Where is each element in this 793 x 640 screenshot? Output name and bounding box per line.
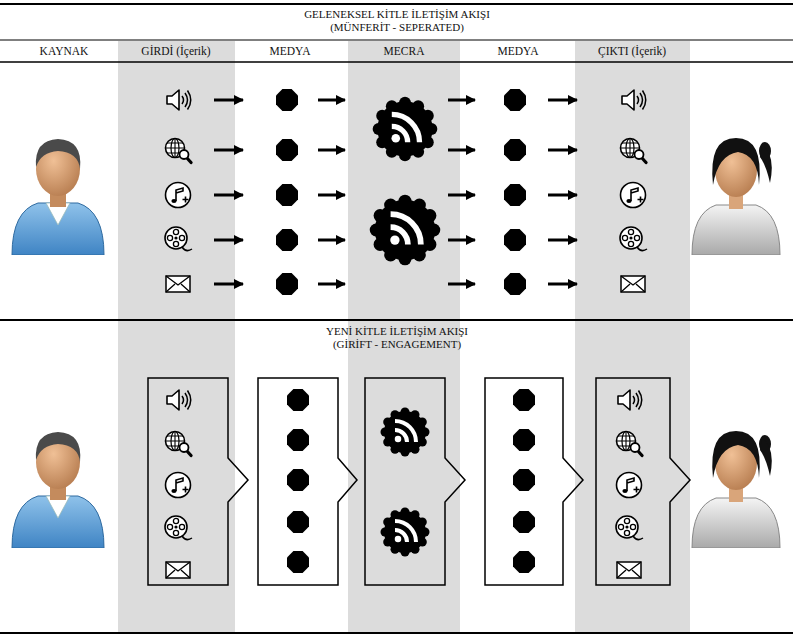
column-header: MEDYA	[270, 45, 311, 58]
flow-arrow	[318, 283, 345, 286]
flow-arrow	[448, 194, 475, 197]
source-person	[12, 432, 104, 548]
mail-icon	[166, 562, 190, 578]
flow-arrow	[318, 99, 345, 102]
web-search-icon	[166, 139, 192, 163]
receiver-person	[692, 138, 780, 255]
music-icon	[166, 183, 191, 208]
web-search-icon	[166, 432, 192, 456]
flow-arrow	[548, 239, 577, 242]
section-heading: YENİ KİTLE İLETİŞİM AKIŞI	[326, 325, 468, 337]
rule-line	[0, 3, 793, 5]
media-octagon	[513, 469, 535, 491]
film-icon	[620, 227, 647, 251]
media-octagon	[276, 139, 298, 161]
chevron-box	[596, 378, 690, 585]
chevron-box	[258, 378, 357, 585]
media-octagon	[287, 511, 309, 533]
chevron-box	[485, 378, 583, 585]
flow-arrow	[318, 149, 345, 152]
mail-icon	[166, 276, 190, 292]
music-icon	[621, 183, 646, 208]
media-octagon	[513, 429, 535, 451]
media-octagon	[287, 551, 309, 573]
column-header: ÇIKTI (İçerik)	[598, 45, 666, 58]
media-octagon	[504, 184, 526, 206]
rule-line	[0, 61, 793, 63]
media-octagon	[504, 229, 526, 251]
media-octagon	[504, 89, 526, 111]
media-octagon	[287, 389, 309, 411]
media-octagon	[276, 273, 298, 295]
section-subheading: (GİRİFT - ENGAGEMENT)	[333, 338, 461, 350]
flow-arrow	[448, 239, 475, 242]
media-octagon	[276, 184, 298, 206]
audio-icon	[618, 390, 642, 410]
film-icon	[165, 516, 192, 540]
media-octagon	[513, 511, 535, 533]
section-heading: GELENEKSEL KİTLE İLETİŞİM AKIŞI	[304, 8, 490, 20]
rule-line	[0, 632, 793, 634]
web-search-icon	[617, 432, 643, 456]
receiver-person	[692, 431, 780, 548]
flow-arrow	[448, 283, 475, 286]
column-band	[118, 41, 235, 632]
column-header: MEDYA	[498, 45, 539, 58]
music-icon	[617, 473, 642, 498]
media-octagon	[504, 139, 526, 161]
source-person	[12, 139, 104, 255]
rule-line	[0, 319, 793, 321]
flow-arrow	[214, 99, 243, 102]
media-octagon	[513, 389, 535, 411]
flow-arrow	[318, 239, 345, 242]
chevron-box	[365, 378, 465, 585]
flow-arrow	[214, 194, 243, 197]
film-icon	[165, 227, 192, 251]
rss-badge	[370, 195, 441, 266]
mail-icon	[621, 276, 645, 292]
film-icon	[616, 516, 643, 540]
flow-arrow	[214, 283, 243, 286]
flow-arrow	[548, 99, 577, 102]
mail-icon	[617, 562, 641, 578]
section-subheading: (MÜNFERİT - SEPERATED)	[330, 21, 464, 33]
media-octagon	[276, 89, 298, 111]
audio-icon	[167, 90, 191, 110]
audio-icon	[167, 390, 191, 410]
rule-line	[0, 40, 793, 41]
flow-arrow	[214, 149, 243, 152]
flow-arrow	[548, 283, 577, 286]
flow-arrow	[548, 149, 577, 152]
rss-badge	[381, 408, 430, 457]
flow-arrow	[214, 239, 243, 242]
column-header: KAYNAK	[40, 45, 89, 58]
flow-arrow	[448, 99, 475, 102]
media-octagon	[504, 273, 526, 295]
flow-arrow	[448, 149, 475, 152]
media-octagon	[287, 429, 309, 451]
rss-badge	[381, 508, 430, 557]
audio-icon	[622, 90, 646, 110]
flow-arrow	[548, 194, 577, 197]
column-band	[575, 41, 690, 632]
media-octagon	[513, 551, 535, 573]
column-header: MECRA	[384, 45, 425, 58]
flow-arrow	[318, 194, 345, 197]
music-icon	[166, 473, 191, 498]
chevron-box	[148, 378, 248, 585]
web-search-icon	[621, 139, 647, 163]
column-header: GİRDİ (İçerik)	[141, 45, 210, 58]
media-octagon	[276, 229, 298, 251]
media-octagon	[287, 469, 309, 491]
rss-badge	[373, 97, 438, 162]
